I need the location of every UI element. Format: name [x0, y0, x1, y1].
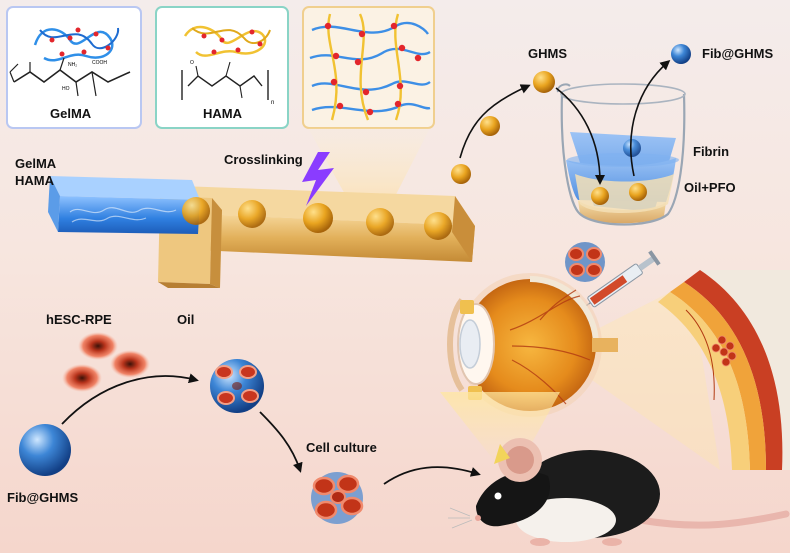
- beaker-in-arrow: [555, 87, 605, 185]
- beaker: [556, 83, 686, 226]
- fib-ghms-label-top: Fib@GHMS: [702, 46, 774, 61]
- fib-ghms-label-bottom: Fib@GHMS: [7, 490, 79, 505]
- beaker-out-arrow: [630, 60, 671, 177]
- hama-label: HAMA: [203, 106, 242, 121]
- hesc-rpe-cells: [62, 332, 150, 392]
- gelma-panel: COOH NH₂ HO: [6, 6, 142, 129]
- ho-text: HO: [62, 86, 70, 92]
- zoom-beam: [308, 128, 430, 214]
- oil-label: Oil: [177, 312, 195, 327]
- fib-ghms-bead: [19, 424, 71, 476]
- ghms-label: GHMS: [528, 46, 567, 61]
- n-subscript-text: n: [271, 100, 274, 106]
- chip-inlet-label-line2: HAMA: [15, 173, 54, 188]
- injection-bead: [565, 242, 605, 282]
- retina-zoom-beam: [552, 282, 720, 470]
- o-text: O: [190, 60, 194, 66]
- chip-inlet-label-line1: GelMA: [15, 156, 57, 171]
- fib-ghms-sphere-top: [671, 44, 691, 64]
- retina-cross-section: [658, 270, 790, 470]
- microfluidic-chip: [48, 176, 475, 288]
- hama-panel: n O: [155, 6, 289, 129]
- culture-arrow: [259, 411, 303, 473]
- oil-pfo-label: Oil+PFO: [684, 180, 736, 195]
- hesc-rpe-label: hESC-RPE: [46, 312, 112, 327]
- cultured-bead: [311, 472, 364, 524]
- eye-illustration: [447, 273, 618, 417]
- ghms-arrow: [459, 84, 531, 159]
- crosslinking-lightning-icon: [302, 152, 334, 206]
- cooh-text: COOH: [92, 60, 107, 66]
- network-panel: [302, 6, 435, 129]
- implant-arrow: [383, 466, 481, 485]
- cell-culture-label: Cell culture: [306, 440, 377, 455]
- syringe-icon: [570, 250, 661, 317]
- ghms-spheres: [451, 71, 555, 184]
- seeded-bead: [210, 359, 264, 413]
- seeding-arrow: [61, 373, 199, 425]
- gelma-label: GelMA: [50, 106, 92, 121]
- nh2-text: NH₂: [68, 62, 77, 68]
- mouse-illustration: [448, 438, 790, 546]
- fibrin-label: Fibrin: [693, 144, 730, 159]
- crosslinking-label: Crosslinking: [224, 152, 303, 167]
- mouse-beam: [440, 392, 560, 468]
